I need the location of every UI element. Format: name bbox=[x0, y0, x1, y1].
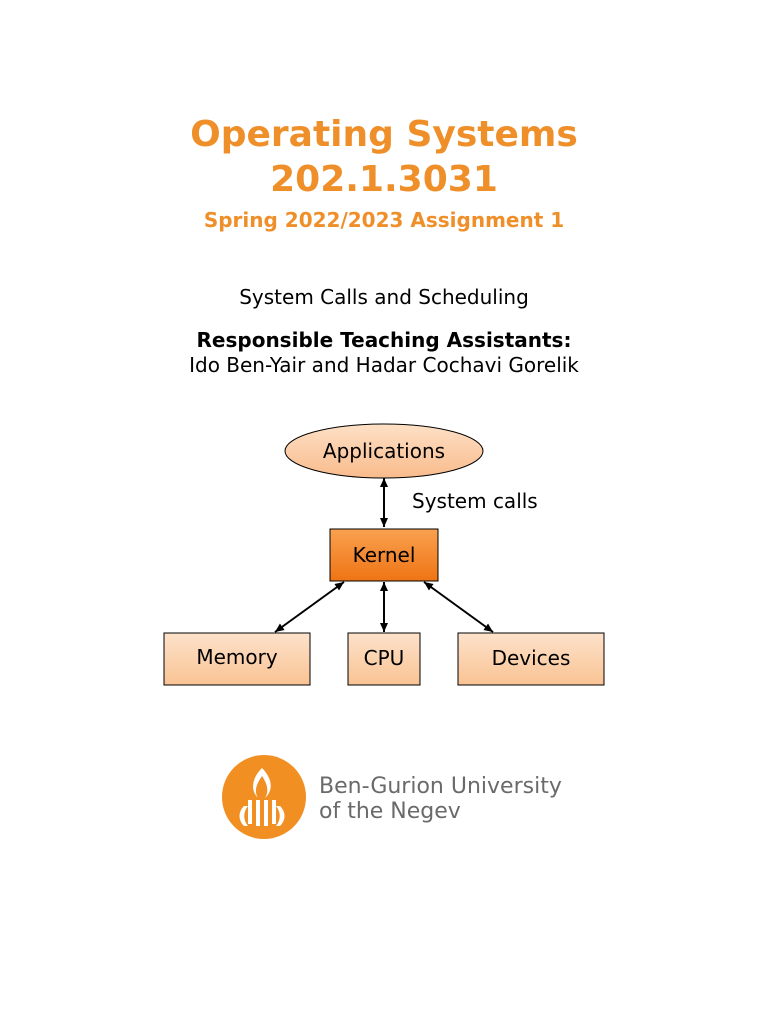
university-logo: Ben-Gurion University of the Negev bbox=[222, 755, 562, 839]
applications-label: Applications bbox=[323, 439, 445, 463]
ta-names: Ido Ben-Yair and Hadar Cochavi Gorelik bbox=[189, 353, 579, 377]
cpu-label: CPU bbox=[364, 646, 405, 670]
kernel-label: Kernel bbox=[353, 543, 416, 567]
kernel-devices-arrow bbox=[423, 581, 494, 633]
system-calls-label: System calls bbox=[412, 489, 538, 513]
kernel-node: Kernel bbox=[329, 528, 439, 582]
devices-node: Devices bbox=[457, 632, 605, 686]
logo-line2: of the Negev bbox=[319, 799, 461, 824]
course-number: 202.1.3031 bbox=[270, 159, 498, 200]
ta-heading: Responsible Teaching Assistants: bbox=[196, 328, 572, 352]
memory-label: Memory bbox=[196, 645, 278, 669]
flame-icon bbox=[239, 768, 285, 826]
course-title: Operating Systems bbox=[190, 114, 578, 155]
devices-label: Devices bbox=[492, 646, 571, 670]
cpu-node: CPU bbox=[347, 632, 421, 686]
flame-emblem-icon bbox=[222, 755, 306, 839]
assignment-topic: System Calls and Scheduling bbox=[239, 285, 529, 309]
memory-node: Memory bbox=[163, 632, 311, 686]
applications-node: Applications bbox=[284, 423, 484, 479]
kernel-memory-arrow bbox=[274, 581, 345, 633]
assignment-subtitle: Spring 2022/2023 Assignment 1 bbox=[203, 208, 565, 232]
logo-line1: Ben-Gurion University bbox=[319, 774, 562, 799]
